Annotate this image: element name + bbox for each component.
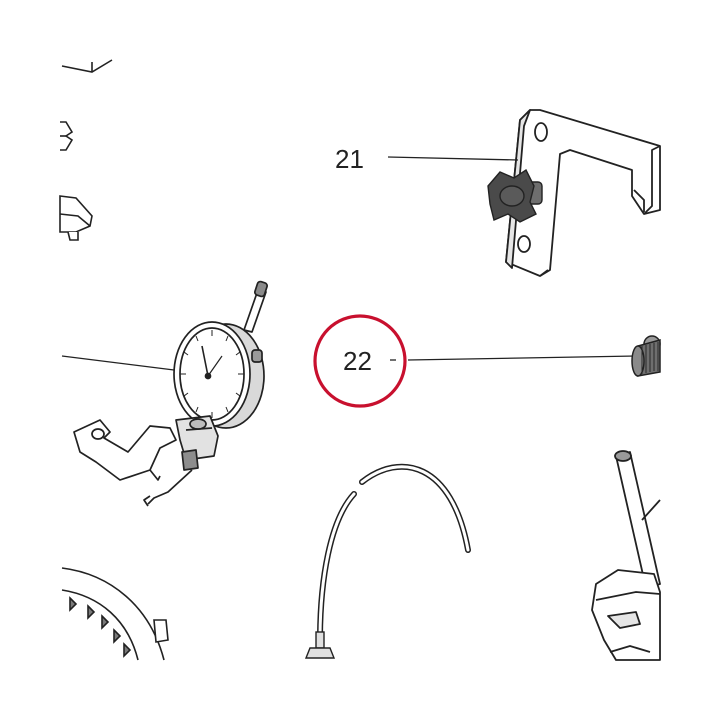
- hose-connector: [304, 631, 336, 659]
- gear-wheel: [61, 567, 169, 661]
- partial-part-left-2: [59, 195, 93, 241]
- highlight-ring-22: [313, 314, 407, 408]
- star-knob: [487, 168, 543, 223]
- dial-ticks: [180, 330, 244, 418]
- hose: [359, 463, 471, 553]
- knurl-lines: [641, 342, 659, 374]
- dial-gauge-assembly: [73, 280, 268, 507]
- hose-tube: [317, 491, 357, 643]
- hose-inner: [360, 465, 470, 552]
- vise-clamp: [591, 450, 661, 661]
- partial-part-left-1: [60, 121, 74, 151]
- leader-line-22-long: [407, 355, 639, 361]
- leader-line-gauge: [61, 355, 175, 371]
- knurled-nut: [631, 335, 661, 377]
- callout-label-22: 22: [343, 346, 372, 376]
- callout-label-21: 21: [335, 144, 364, 174]
- leader-line-21: [387, 156, 519, 161]
- partial-part-top-left: [61, 59, 113, 73]
